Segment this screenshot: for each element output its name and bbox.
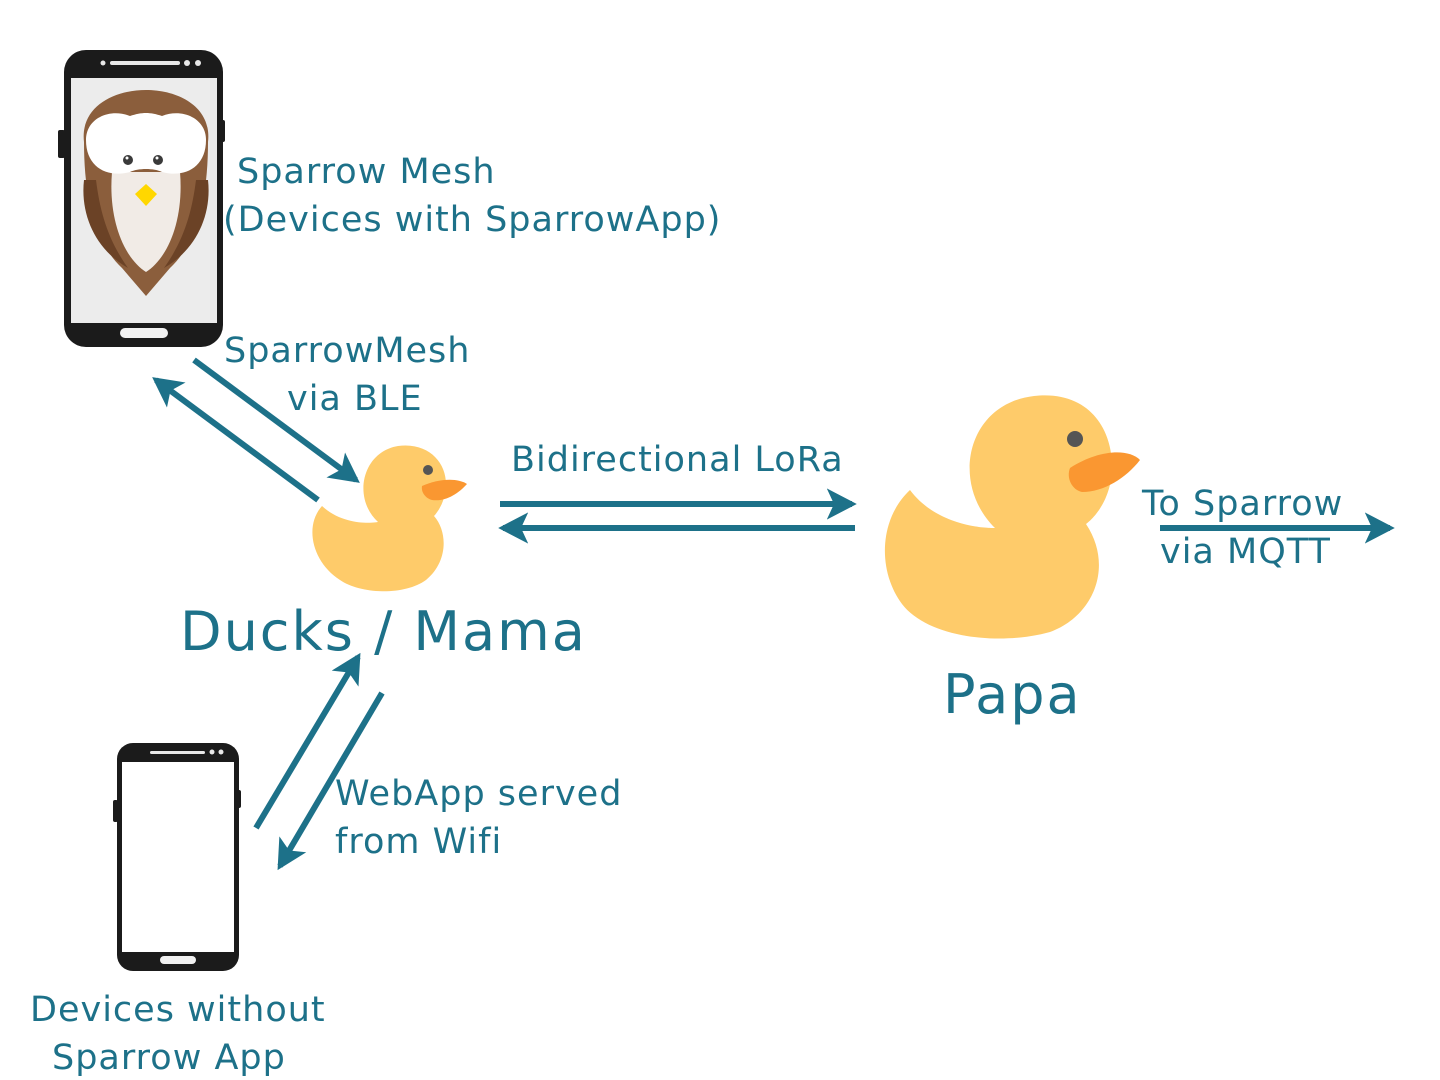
plain-phone-icon xyxy=(113,743,241,971)
sparrow-mesh-title: Sparrow Mesh xyxy=(237,152,496,192)
mama-duck-icon xyxy=(312,445,467,592)
wifi-arrow-to-mama xyxy=(253,652,361,830)
mqtt-label-line2: via MQTT xyxy=(1160,532,1331,572)
no-app-label-line1: Devices without xyxy=(30,990,326,1030)
ble-arrow-to-phone xyxy=(152,377,320,503)
sparrow-app-phone-icon xyxy=(58,50,225,347)
papa-label: Papa xyxy=(943,663,1082,726)
no-app-label-line2: Sparrow App xyxy=(52,1038,286,1078)
ble-label-line2: via BLE xyxy=(287,379,423,419)
ble-label-line1: SparrowMesh xyxy=(224,331,471,371)
ble-arrow-to-mama xyxy=(192,357,360,483)
lora-label: Bidirectional LoRa xyxy=(511,440,844,480)
wifi-arrow-to-phone xyxy=(277,691,385,871)
owl-logo-icon xyxy=(83,90,209,296)
webapp-label-line2: from Wifi xyxy=(335,822,503,862)
sparrow-mesh-subtitle: (Devices with SparrowApp) xyxy=(223,200,722,240)
webapp-label-line1: WebApp served xyxy=(335,774,623,814)
papa-duck-icon xyxy=(884,395,1140,639)
mama-label: Ducks / Mama xyxy=(180,600,587,663)
mqtt-label-line1: To Sparrow xyxy=(1142,484,1344,524)
